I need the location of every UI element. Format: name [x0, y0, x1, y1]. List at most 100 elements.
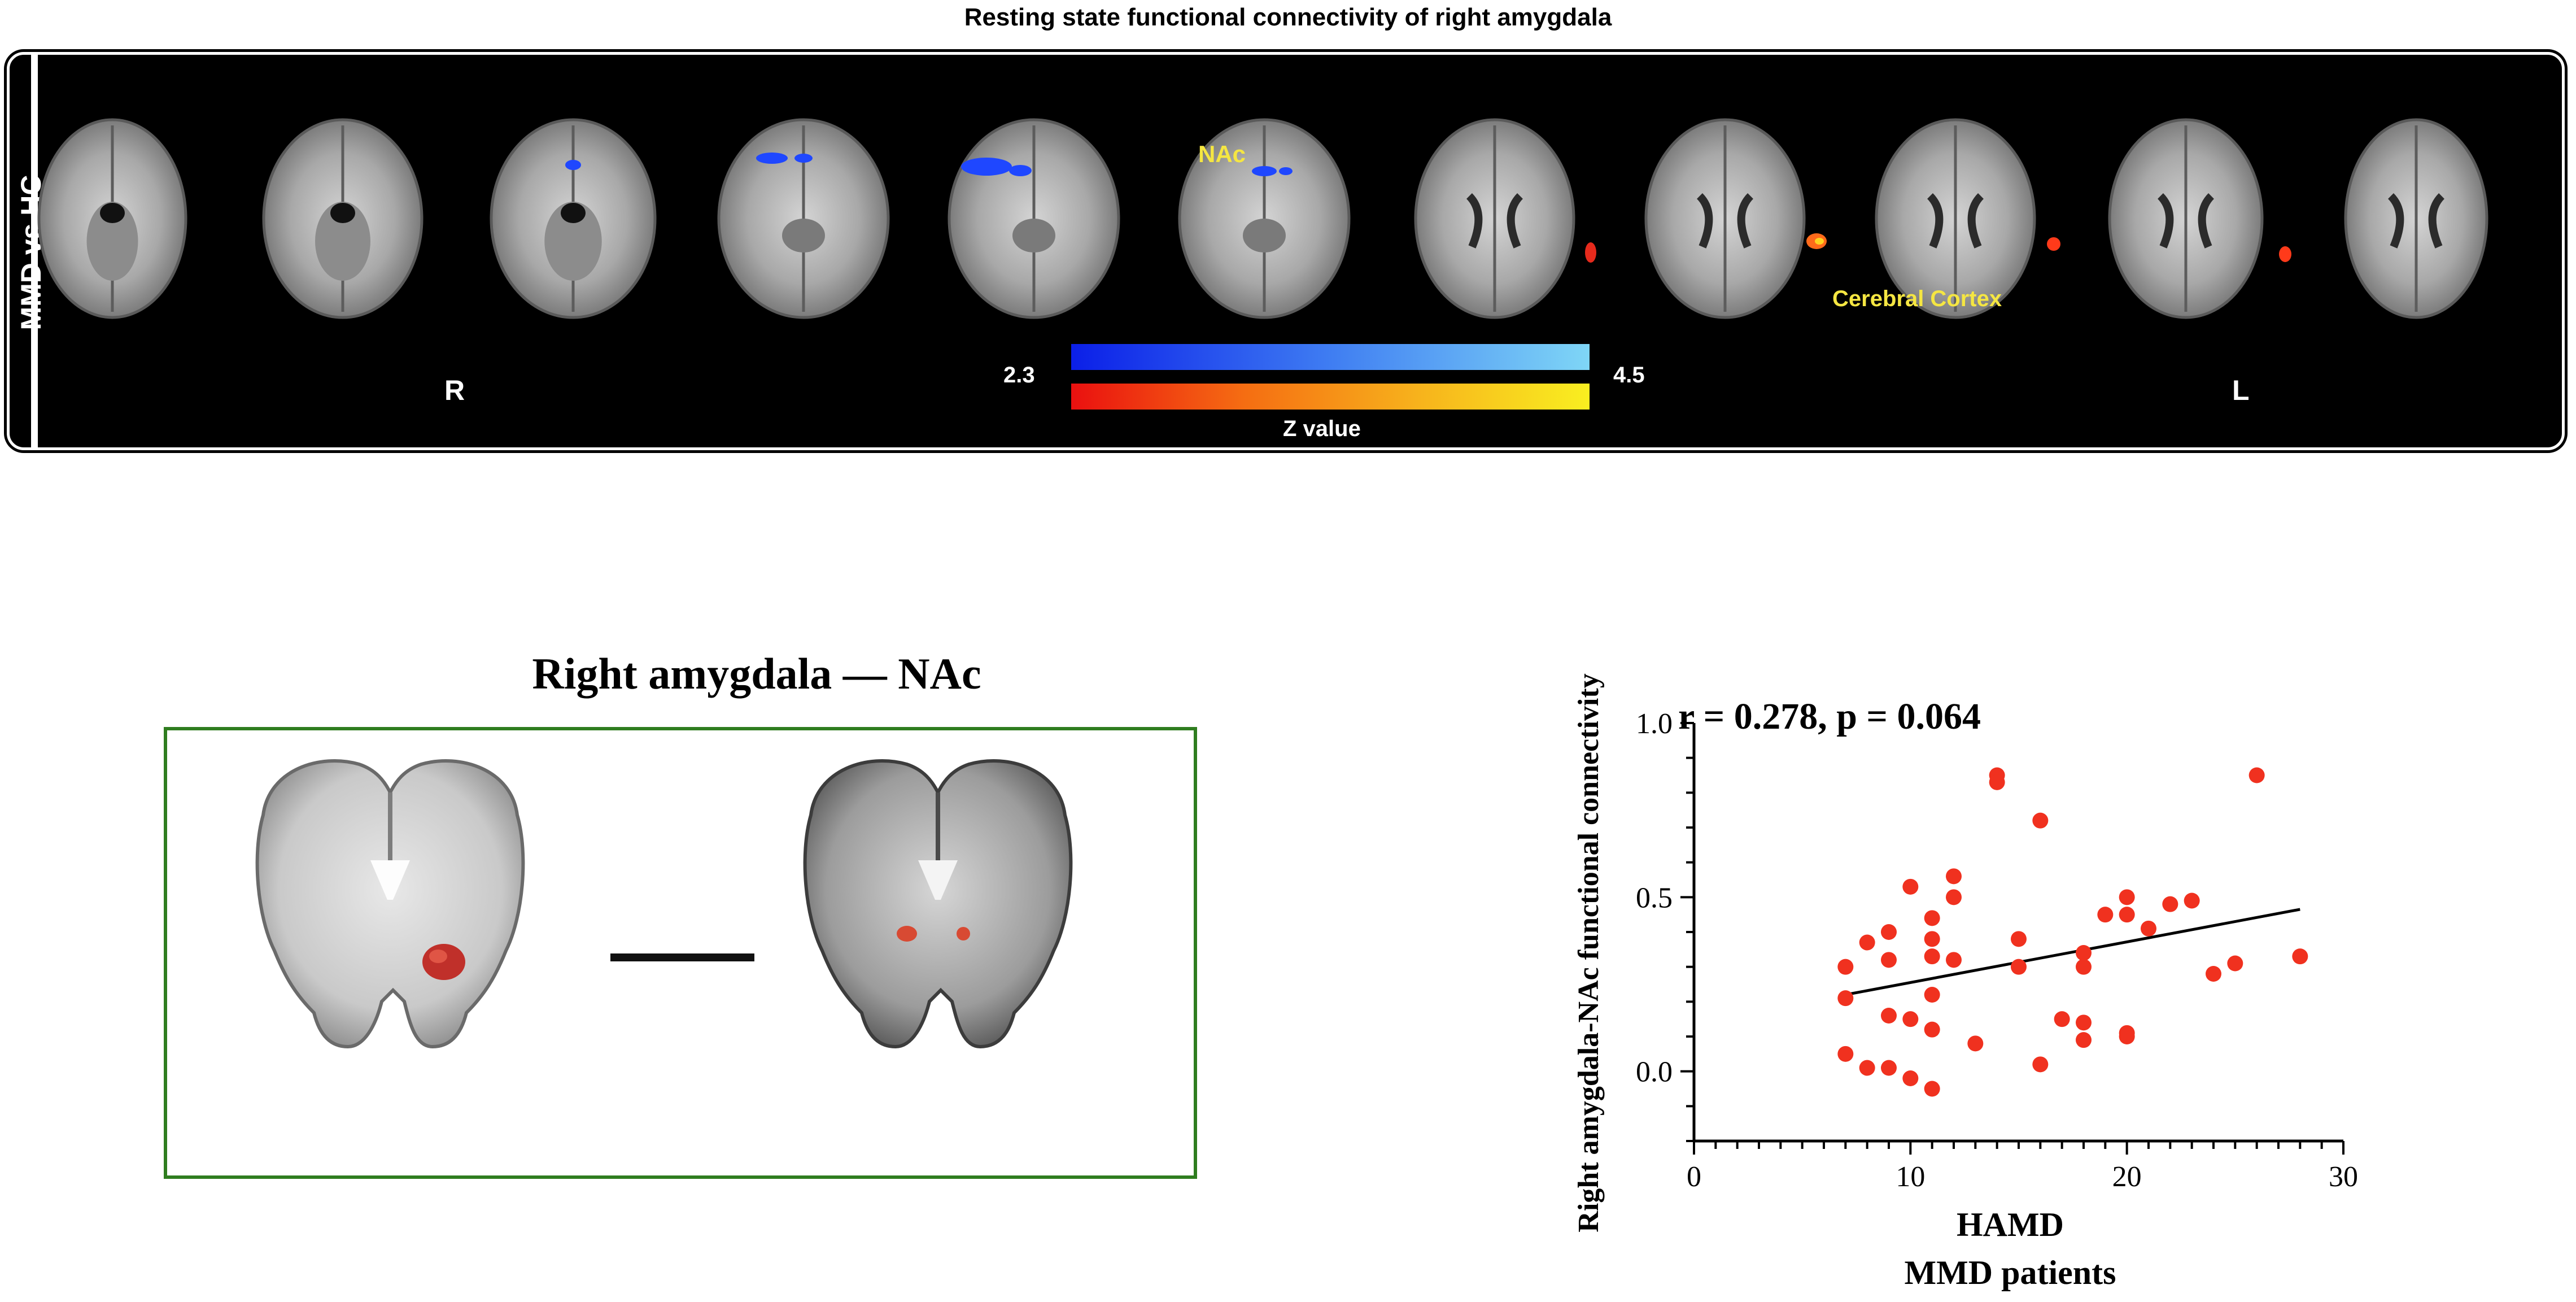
data-points: [1837, 767, 2308, 1097]
data-point: [1902, 878, 1919, 895]
left-orientation-label: L: [2232, 375, 2250, 406]
data-point: [1967, 1035, 1984, 1052]
axial-slice: [37, 118, 187, 319]
data-point: [2119, 907, 2135, 923]
cortex-region-label: Cerebral Cortex: [1832, 286, 2002, 311]
axial-slice: [490, 118, 657, 319]
data-point: [2076, 959, 2092, 975]
axial-slice: [717, 118, 890, 319]
y-tick-label: 1.0: [1636, 708, 1673, 740]
axial-slice: [1644, 118, 1806, 319]
x-tick-label: 30: [2329, 1161, 2358, 1193]
data-point: [1946, 952, 1962, 968]
axial-slice: [948, 118, 1120, 319]
axial-slice: [262, 118, 423, 319]
figure-title: Resting state functional connectivity of…: [964, 3, 1612, 31]
right-orientation-label: R: [444, 375, 465, 406]
negative-cluster: [961, 158, 1012, 176]
data-point: [1881, 924, 1897, 940]
data-point: [2076, 945, 2092, 961]
data-point: [2076, 1032, 2092, 1048]
data-point: [2184, 892, 2200, 909]
fit-line: [1845, 908, 2300, 996]
axial-brain-slices: [37, 118, 2488, 319]
colorbar-caption: Z value: [1283, 416, 1361, 441]
regression-line: [1845, 908, 2300, 996]
data-point: [1881, 1008, 1897, 1024]
data-point: [1946, 889, 1962, 905]
data-point: [1859, 1060, 1875, 1076]
data-point: [1924, 931, 1940, 947]
data-point: [1989, 774, 2005, 790]
axial-slice: [1178, 118, 1351, 319]
data-point: [1946, 868, 1962, 885]
brain-slices-panel: MMD vs HC NAc Cerebral Cortex R L 2.3 4.…: [7, 52, 2565, 450]
data-point: [1924, 1021, 1940, 1038]
axial-slice: [1414, 118, 1575, 319]
data-point: [2292, 948, 2308, 965]
positive-cluster: [2279, 246, 2291, 262]
x-tick-label: 10: [1896, 1161, 1925, 1193]
data-point: [2248, 767, 2265, 783]
data-point: [2227, 955, 2243, 972]
negative-cluster: [1252, 166, 1277, 176]
negative-cluster: [1009, 165, 1032, 176]
axial-slice: [1875, 118, 2036, 319]
data-point: [1837, 1046, 1854, 1062]
negative-cluster: [1279, 167, 1293, 175]
positive-cluster: [1815, 238, 1824, 245]
data-point: [1902, 1070, 1919, 1086]
data-point: [1837, 959, 1854, 975]
data-point: [2119, 889, 2135, 905]
nac-region-label: NAc: [1198, 141, 1246, 167]
hamd-connectivity-scatter: 0 10 20 30 0.0 0.5 1.0 r = 0.278, p = 0.064 HA…: [1573, 673, 2358, 1291]
data-point: [2206, 966, 2221, 982]
axial-slice: [2344, 118, 2488, 319]
data-point: [2011, 959, 2027, 975]
data-point: [2032, 812, 2049, 829]
data-point: [2097, 907, 2114, 923]
x-tick-label: 20: [2112, 1161, 2142, 1193]
side-divider: [31, 55, 38, 447]
x-axis-label: HAMD: [1957, 1206, 2064, 1243]
positive-cluster: [1585, 242, 1596, 263]
colorbar-positive: [1071, 384, 1590, 410]
data-point: [1924, 987, 1940, 1003]
positive-cluster: [2047, 237, 2060, 251]
negative-cluster: [794, 154, 813, 163]
data-point: [1881, 1060, 1897, 1076]
data-point: [2054, 1011, 2070, 1027]
coronal-brain-slices: [255, 759, 1073, 1049]
negative-cluster: [565, 160, 581, 170]
colorbar-negative: [1071, 344, 1590, 370]
data-point: [1859, 934, 1875, 951]
axial-slice: [2108, 118, 2264, 319]
connection-line: [610, 953, 754, 961]
coronal-slice-left: [255, 759, 525, 1049]
correlation-annotation: r = 0.278, p = 0.064: [1678, 696, 1981, 737]
data-point: [1924, 948, 1940, 965]
y-tick-label: 0.0: [1636, 1056, 1673, 1088]
data-point: [2119, 1029, 2135, 1044]
data-point: [1902, 1011, 1919, 1027]
negative-cluster: [756, 153, 788, 164]
axis-ticks: 0 10 20 30 0.0 0.5 1.0: [1636, 708, 2358, 1193]
data-point: [1881, 952, 1897, 968]
x-tick-label: 0: [1687, 1161, 1701, 1193]
data-point: [2011, 931, 2027, 947]
data-point: [1837, 990, 1854, 1007]
y-tick-label: 0.5: [1636, 882, 1673, 914]
x-axis-sublabel: MMD patients: [1905, 1254, 2116, 1291]
coronal-panel-title: Right amygdala — NAc: [532, 649, 981, 698]
data-point: [2076, 1014, 2092, 1031]
coronal-slice-right: [803, 759, 1073, 1049]
y-axis-label: Right amygdala-NAc functional connectivi…: [1573, 673, 1605, 1232]
colorbar-min-label: 2.3: [1003, 363, 1035, 387]
data-point: [2032, 1056, 2049, 1073]
colorbar-max-label: 4.5: [1613, 363, 1645, 387]
data-point: [2162, 896, 2178, 912]
data-point: [2141, 920, 2156, 937]
data-point: [1924, 910, 1940, 926]
data-point: [1924, 1081, 1940, 1097]
coronal-slices-box: [164, 727, 1197, 1179]
